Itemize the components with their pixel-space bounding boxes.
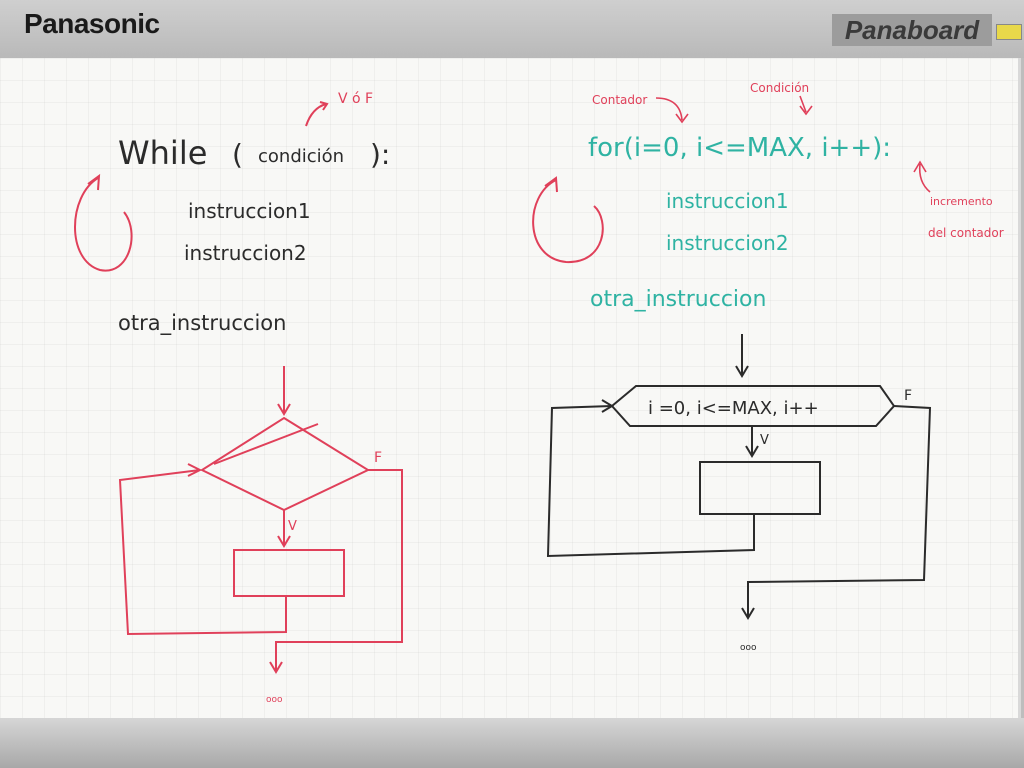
process-box	[233, 549, 345, 597]
while-true-label: V	[288, 519, 297, 534]
for-instruction-1: instruccion1	[666, 189, 789, 213]
while-condition: condición	[258, 146, 344, 167]
whiteboard-surface	[0, 58, 1021, 718]
while-open-paren: (	[232, 138, 243, 171]
for-false-label: F	[904, 388, 912, 404]
while-section: V ó F While ( condición ): instruccion1 …	[74, 91, 403, 705]
for-header: for(i=0, i<=MAX, i++):	[588, 133, 891, 163]
loop-arrow	[532, 179, 604, 264]
brand-logo-left: Panasonic	[24, 8, 160, 39]
frame-corner-tab	[996, 24, 1022, 40]
loop-arrow	[74, 177, 133, 272]
for-continue-dots: ooo	[740, 643, 757, 653]
while-false-label: F	[374, 450, 382, 466]
annotation-vof: V ó F	[338, 91, 373, 107]
while-continue-dots: ooo	[266, 695, 283, 705]
annotation-counter-arrow	[655, 97, 689, 124]
annotation-increment-arrow	[913, 160, 931, 193]
whiteboard-frame-bottom	[0, 718, 1024, 768]
annotation-increment-2: del contador	[928, 226, 1004, 240]
while-close: ):	[370, 138, 390, 171]
for-section: Contador Condición for(i=0, i<=MAX, i++)…	[532, 81, 1004, 653]
decision-diamond	[199, 416, 371, 512]
for-true-label: V	[760, 433, 769, 448]
annotation-increment-1: incremento	[930, 195, 993, 208]
while-flowchart	[118, 366, 403, 674]
for-hexagon-text: i =0, i<=MAX, i++	[648, 398, 819, 419]
for-flowchart	[546, 334, 932, 620]
while-instruction-1: instruccion1	[188, 199, 311, 223]
annotation-condition-arrow	[799, 95, 813, 116]
while-instruction-2: instruccion2	[184, 241, 307, 265]
loop-arrowhead	[87, 173, 101, 191]
whiteboard-frame-top: Panasonic Panaboard	[0, 0, 1024, 58]
while-keyword: While	[118, 134, 207, 172]
while-after-instruction: otra_instruccion	[118, 311, 286, 336]
loop-arrowhead	[544, 176, 558, 193]
annotation-condition: Condición	[750, 81, 809, 95]
annotation-arrow	[305, 101, 329, 127]
for-after-instruction: otra_instruccion	[590, 287, 766, 312]
for-instruction-2: instruccion2	[666, 231, 789, 255]
annotation-counter: Contador	[592, 93, 647, 107]
process-box	[699, 461, 821, 515]
brand-logo-right: Panaboard	[832, 14, 992, 46]
